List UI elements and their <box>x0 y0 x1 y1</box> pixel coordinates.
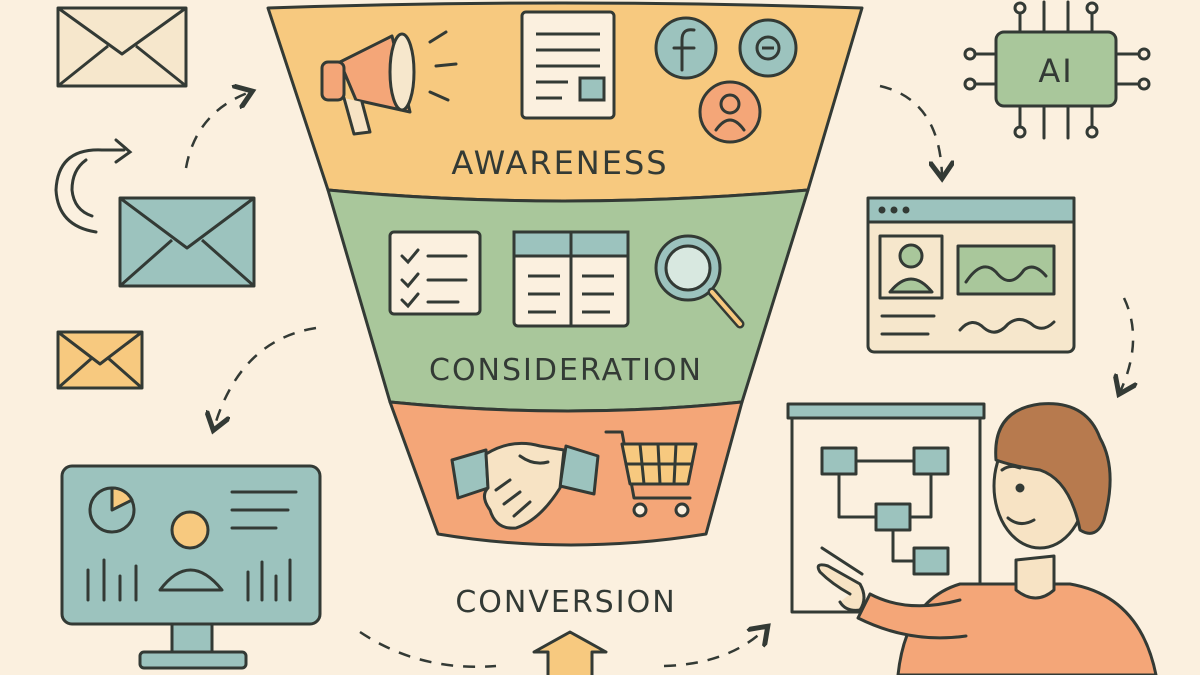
analytics-monitor-icon <box>60 464 322 670</box>
facebook-icon <box>654 16 718 80</box>
ai-chip-label: AI <box>1038 52 1073 90</box>
ai-chip-icon <box>963 0 1151 140</box>
shopping-cart-icon <box>604 430 698 518</box>
dashed-arrow-right-middle <box>1120 297 1133 392</box>
dashed-loop-bottom <box>359 630 497 669</box>
presenter-person <box>816 402 1158 675</box>
email-icon <box>56 6 188 88</box>
dashed-arrow-left-top <box>184 92 250 169</box>
refresh-arrow-icon <box>54 138 133 234</box>
dashed-arrow-right-top <box>879 84 942 176</box>
email-icon <box>118 196 256 288</box>
dashed-arrow-left-middle <box>214 326 317 428</box>
handshake-icon <box>450 441 600 530</box>
megaphone-icon <box>320 30 458 136</box>
stage-label-awareness: AWARENESS <box>451 144 668 182</box>
checklist-icon <box>388 230 482 316</box>
user-icon <box>698 80 762 144</box>
document-icon <box>520 10 616 120</box>
magnifier-icon <box>654 234 745 329</box>
stage-label-conversion: CONVERSION <box>455 585 676 620</box>
browser-profile-icon <box>866 196 1076 354</box>
stage-label-consideration: CONSIDERATION <box>429 353 703 388</box>
dashed-loop-bottom-right <box>663 628 766 668</box>
instagram-icon <box>738 18 798 78</box>
down-arrow-icon <box>532 630 608 675</box>
comparison-table-icon <box>512 230 630 328</box>
flowchart-board-icon <box>786 402 986 614</box>
email-icon <box>56 330 144 390</box>
